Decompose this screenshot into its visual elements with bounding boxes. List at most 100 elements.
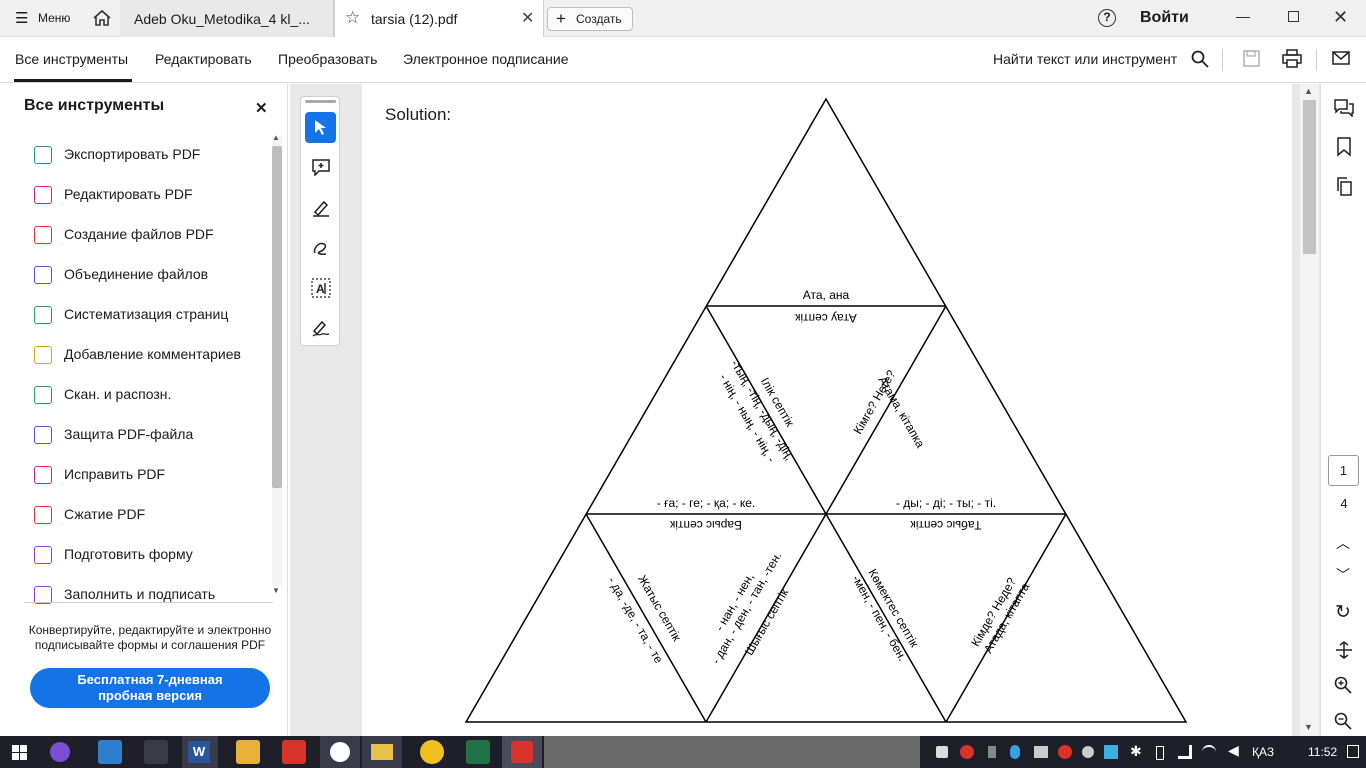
home-icon[interactable] bbox=[92, 9, 112, 27]
bookmarks-icon[interactable] bbox=[1336, 137, 1352, 157]
close-panel-icon[interactable]: ✕ bbox=[255, 100, 268, 117]
tool-item[interactable]: Защита PDF-файла bbox=[30, 415, 270, 455]
tool-item[interactable]: Подготовить форму bbox=[30, 535, 270, 575]
tool-item[interactable]: Экспортировать PDF bbox=[30, 135, 270, 175]
tab-document-2[interactable]: ☆ tarsia (12).pdf ✕ bbox=[334, 0, 544, 37]
tray-icon[interactable] bbox=[1034, 746, 1048, 758]
svg-text:A: A bbox=[316, 282, 325, 296]
tray-icon[interactable] bbox=[1082, 746, 1094, 758]
sign-button[interactable] bbox=[305, 312, 336, 343]
excel-icon[interactable] bbox=[466, 740, 490, 764]
free-trial-button[interactable]: Бесплатная 7-дневная пробная версия bbox=[30, 668, 270, 708]
minimize-icon[interactable] bbox=[1236, 17, 1250, 18]
rotate-icon[interactable]: ↻ bbox=[1335, 602, 1351, 623]
tool-item[interactable]: Исправить PDF bbox=[30, 455, 270, 495]
tab-edit[interactable]: Редактировать bbox=[155, 51, 252, 67]
signin-button[interactable]: Войти bbox=[1140, 9, 1189, 26]
puzzle-label: Табыс септік bbox=[910, 518, 982, 532]
zoom-in-icon[interactable] bbox=[1334, 676, 1352, 694]
scroll-down-icon[interactable]: ▼ bbox=[1304, 722, 1313, 732]
media-app-icon[interactable] bbox=[144, 740, 168, 764]
save-icon[interactable] bbox=[1243, 50, 1260, 67]
tool-item-label: Объединение файлов bbox=[64, 266, 209, 282]
print-icon[interactable] bbox=[1282, 49, 1302, 68]
tray-icon[interactable] bbox=[1058, 745, 1072, 759]
tab-convert[interactable]: Преобразовать bbox=[278, 51, 378, 67]
tool-item[interactable]: Создание файлов PDF bbox=[30, 215, 270, 255]
tool-item[interactable]: Сжатие PDF bbox=[30, 495, 270, 535]
tool-item[interactable]: Скан. и распозн. bbox=[30, 375, 270, 415]
tool-item-label: Редактировать PDF bbox=[64, 186, 193, 202]
notification-icon[interactable] bbox=[1347, 745, 1359, 758]
bluetooth-icon[interactable]: ✱ bbox=[1130, 743, 1142, 759]
help-icon[interactable]: ? bbox=[1098, 9, 1116, 27]
tray-icon[interactable] bbox=[936, 746, 948, 758]
yandex-app-icon[interactable] bbox=[236, 740, 260, 764]
close-tab-icon[interactable]: ✕ bbox=[521, 10, 535, 27]
text-select-button[interactable]: A bbox=[305, 272, 336, 303]
word-taskbar-item[interactable]: W bbox=[182, 736, 218, 768]
clock[interactable]: 11:52 bbox=[1308, 745, 1338, 759]
tray-icon[interactable] bbox=[960, 745, 974, 759]
scroll-up-icon[interactable]: ▲ bbox=[272, 133, 280, 142]
tool-item-label: Систематизация страниц bbox=[64, 306, 229, 322]
star-icon[interactable]: ☆ bbox=[345, 8, 361, 27]
scroll-up-icon[interactable]: ▲ bbox=[1304, 86, 1313, 96]
acrobat-taskbar-item[interactable] bbox=[502, 736, 542, 768]
tray-icon[interactable] bbox=[1104, 745, 1118, 759]
trial-line-1: Бесплатная 7-дневная bbox=[77, 672, 223, 687]
fit-page-icon[interactable] bbox=[1335, 641, 1353, 659]
task-view-icon[interactable] bbox=[98, 740, 122, 764]
current-page-box[interactable]: 1 bbox=[1328, 455, 1359, 486]
tool-item[interactable]: Систематизация страниц bbox=[30, 295, 270, 335]
language-indicator[interactable]: ҚАЗ bbox=[1252, 745, 1275, 759]
close-window-icon[interactable]: ✕ bbox=[1333, 7, 1349, 27]
comments-icon[interactable] bbox=[1334, 99, 1354, 117]
create-button[interactable]: + Создать bbox=[547, 7, 633, 31]
tray-icon[interactable] bbox=[1010, 745, 1020, 759]
document-scrollbar[interactable]: ▲ ▼ bbox=[1300, 84, 1319, 736]
file-explorer-item[interactable] bbox=[362, 736, 402, 768]
add-comment-button[interactable] bbox=[305, 152, 336, 183]
tab-document-1[interactable]: Adeb Oku_Metodika_4 kl_... bbox=[120, 0, 334, 37]
edit-pdf-icon bbox=[34, 186, 52, 204]
app-icon-yellow[interactable] bbox=[420, 740, 444, 764]
page-down-icon[interactable]: ﹀ bbox=[1336, 567, 1350, 583]
menu-button[interactable]: ☰ Меню bbox=[10, 9, 80, 29]
mail-icon[interactable] bbox=[1332, 51, 1350, 65]
tool-item-label: Защита PDF-файла bbox=[64, 426, 194, 442]
red-app-icon[interactable] bbox=[282, 740, 306, 764]
battery-icon[interactable] bbox=[1156, 746, 1164, 760]
wifi-icon[interactable] bbox=[1202, 745, 1216, 759]
tool-item[interactable]: Объединение файлов bbox=[30, 255, 270, 295]
tab-e-sign[interactable]: Электронное подписание bbox=[403, 51, 569, 67]
search-tools-label[interactable]: Найти текст или инструмент bbox=[993, 51, 1178, 67]
highlight-button[interactable] bbox=[305, 192, 336, 223]
tab-all-tools[interactable]: Все инструменты bbox=[15, 51, 129, 67]
tool-item[interactable]: Добавление комментариев bbox=[30, 335, 270, 375]
draw-button[interactable] bbox=[305, 232, 336, 263]
tool-item-label: Подготовить форму bbox=[64, 546, 193, 562]
windows-start-icon[interactable] bbox=[12, 745, 27, 760]
cortana-icon[interactable] bbox=[50, 742, 70, 762]
page-up-icon[interactable]: ︿ bbox=[1336, 535, 1350, 551]
tool-item[interactable]: Редактировать PDF bbox=[30, 175, 270, 215]
pages-icon[interactable] bbox=[1336, 177, 1353, 196]
document-scroll-thumb[interactable] bbox=[1303, 100, 1316, 254]
network-icon[interactable] bbox=[1178, 745, 1192, 759]
zoom-out-icon[interactable] bbox=[1334, 712, 1352, 730]
tool-item[interactable]: Заполнить и подписать bbox=[30, 575, 270, 615]
pdf-page: Solution: Ата, ана Атау септік Ілік септ… bbox=[362, 84, 1292, 736]
select-tool-button[interactable] bbox=[305, 112, 336, 143]
restore-icon[interactable] bbox=[1288, 11, 1299, 22]
yandex-browser-item[interactable] bbox=[320, 736, 360, 768]
search-icon[interactable] bbox=[1191, 50, 1209, 68]
volume-icon[interactable]: ◀ bbox=[1228, 742, 1239, 758]
tray-icon[interactable] bbox=[988, 746, 996, 758]
scroll-down-icon[interactable]: ▼ bbox=[272, 586, 280, 595]
puzzle-label: - ды; - ді; - ты; - ті. bbox=[896, 496, 996, 510]
puzzle-label: Атама, кітапка bbox=[875, 374, 927, 451]
export-pdf-icon bbox=[34, 146, 52, 164]
panel-scroll-thumb[interactable] bbox=[272, 146, 282, 488]
puzzle-line bbox=[585, 513, 707, 723]
